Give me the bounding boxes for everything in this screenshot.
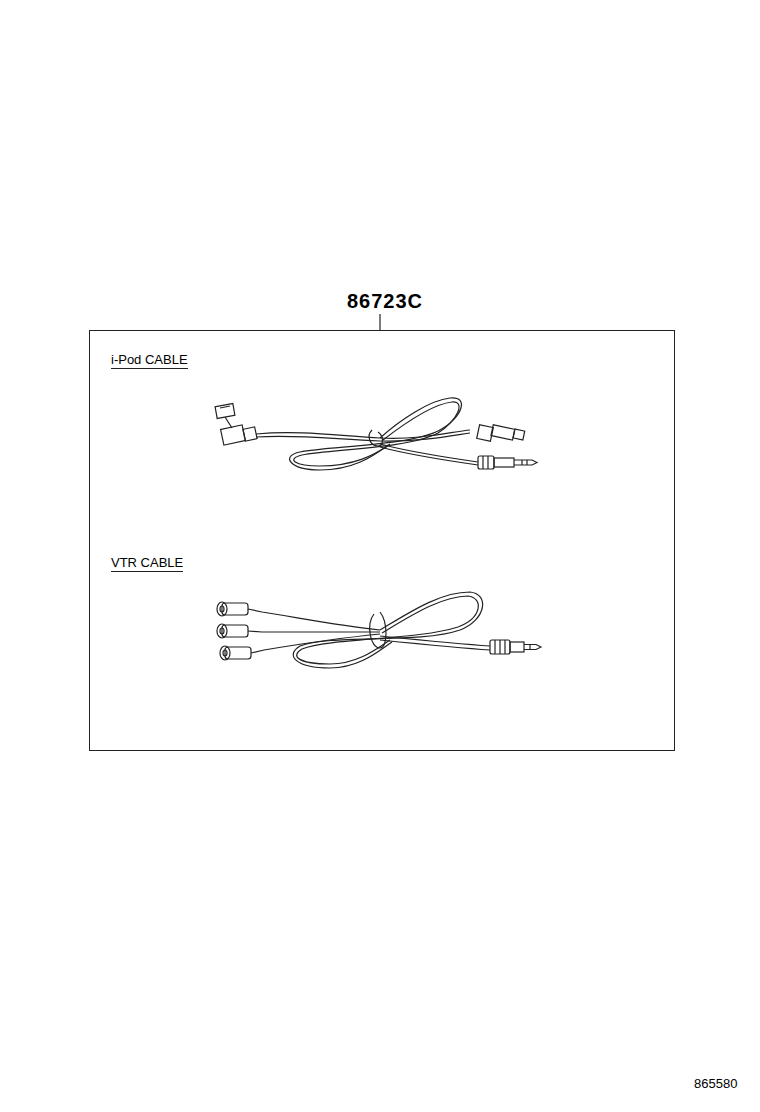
leader-line [379, 314, 380, 330]
frame-box: 86723Ci-Pod CABLEVTR CABLE [89, 330, 675, 751]
callout-number: 86723C [347, 290, 423, 313]
part-name: i-Pod CABLE [111, 352, 188, 369]
ipod-cable [215, 398, 537, 470]
vtr-cable [217, 592, 541, 668]
part-name: VTR CABLE [111, 555, 183, 572]
figure-number: 865580 [694, 1076, 737, 1091]
